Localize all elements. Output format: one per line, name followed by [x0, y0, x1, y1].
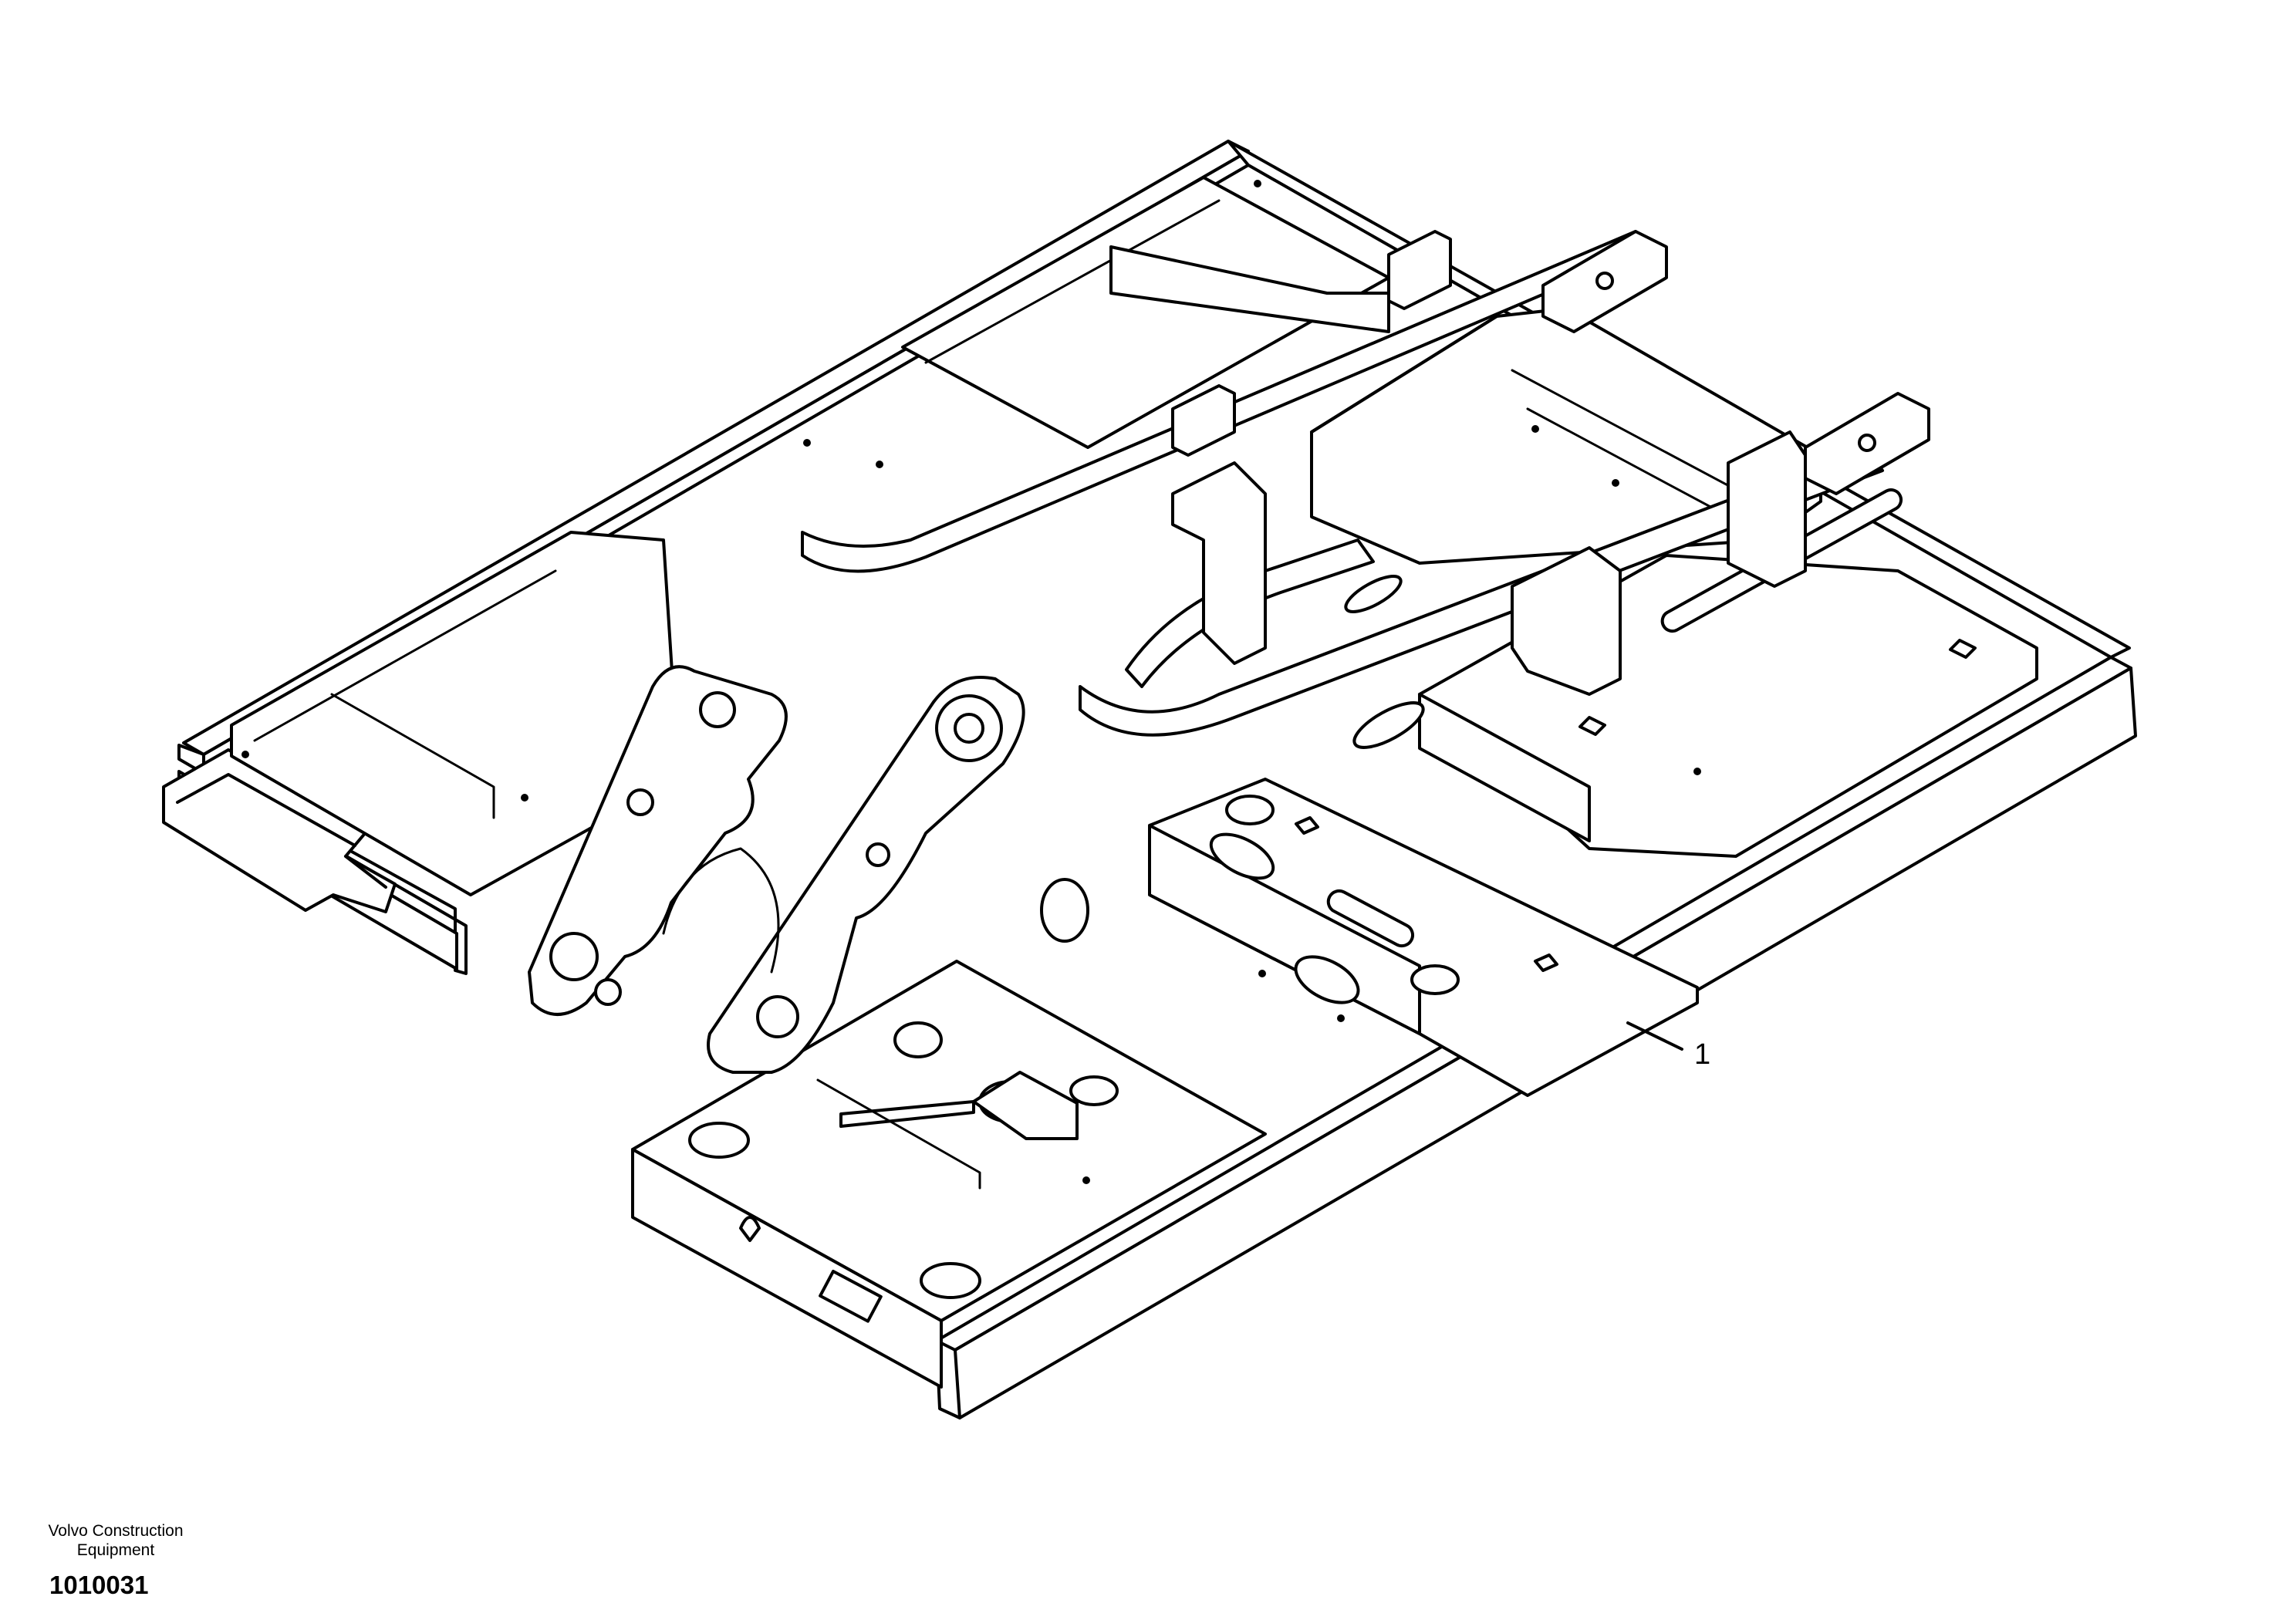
main-beams	[801, 230, 1884, 737]
boom-brackets	[528, 665, 1025, 1074]
manufacturer-line-1: Volvo Construction	[48, 1522, 184, 1540]
center-box	[1040, 778, 1699, 1097]
callout-label-1: 1	[1694, 1038, 1711, 1071]
fixing-dots	[241, 180, 1701, 1184]
front-box	[631, 960, 1267, 1389]
beam-brackets	[1171, 230, 1930, 696]
manufacturer-label: Volvo Construction Equipment	[31, 1521, 201, 1560]
manufacturer-line-2: Equipment	[76, 1541, 155, 1559]
step-plate	[162, 748, 397, 913]
inner-floor	[230, 176, 1390, 896]
callout-leader-1	[1626, 1021, 1683, 1051]
figure-number: 1010031	[49, 1571, 149, 1599]
